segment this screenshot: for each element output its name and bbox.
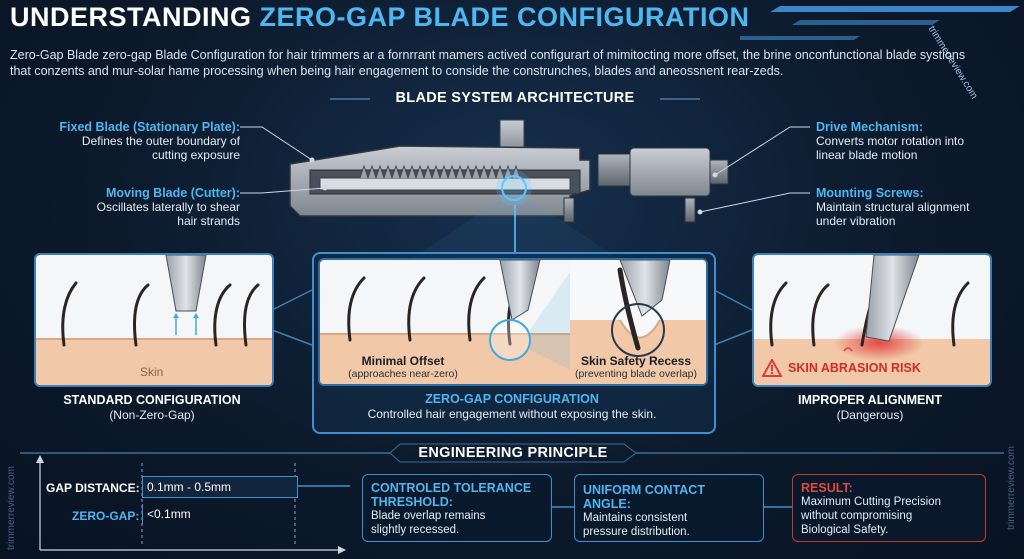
intro-paragraph: Zero-Gap Blade zero-gap Blade Configurat… <box>10 48 966 78</box>
moving-blade-desc-1: Oscillates laterally to shear <box>96 200 240 214</box>
label-mounting-screws: Mounting Screws: Maintain structural ali… <box>816 186 1016 228</box>
screws-title: Mounting Screws: <box>816 186 924 200</box>
zero-gap-sub: Controlled hair engagement without expos… <box>367 407 657 421</box>
label-fixed-blade: Fixed Blade (Stationary Plate): Defines … <box>52 120 240 162</box>
tolerance-desc-1: Blade overlap remains <box>371 510 486 522</box>
header-stripes <box>740 6 1020 40</box>
improper-sub: (Dangerous) <box>836 408 904 422</box>
moving-blade-shape <box>319 164 571 191</box>
architecture-heading: BLADE SYSTEM ARCHITECTURE <box>395 90 635 106</box>
blade-system-diagram <box>289 119 729 223</box>
title-part-2: ZERO-GAP BLADE CONFIGURATION <box>259 2 750 32</box>
drive-desc-1: Converts motor rotation into <box>816 134 965 148</box>
minimal-offset-sub: (approaches near-zero) <box>348 368 458 380</box>
mounting-screw-1 <box>563 197 575 223</box>
result-desc-3: Biological Safety. <box>801 524 889 536</box>
angle-title: UNIFORM CONTACT ANGLE: <box>583 483 705 511</box>
standard-title: STANDARD CONFIGURATION <box>63 393 241 407</box>
drive-desc-2: linear blade motion <box>816 148 918 162</box>
moving-blade-desc-2: hair strands <box>177 214 240 228</box>
skin-recess-label: Skin Safety Recess (preventing blade ove… <box>566 354 706 380</box>
minimal-offset-label: Minimal Offset (approaches near-zero) <box>328 354 478 380</box>
screws-desc-1: Maintain structural alignment <box>816 200 970 214</box>
angle-desc-1: Maintains consistent <box>583 512 688 524</box>
tolerance-desc-2: slightly recessed. <box>371 524 460 536</box>
label-drive-mechanism: Drive Mechanism: Converts motor rotation… <box>816 120 1016 162</box>
screws-desc-2: under vibration <box>816 214 896 228</box>
standard-illustration <box>36 255 272 385</box>
angle-desc-2: pressure distribution. <box>583 526 690 538</box>
tolerance-title-1: CONTROLED TOLERANCE <box>371 481 532 495</box>
zero-gap-label: ZERO-GAP: <box>72 509 140 523</box>
result-box: RESULT: Maximum Cutting Precision withou… <box>792 474 986 542</box>
fixed-blade-title: Fixed Blade (Stationary Plate): <box>59 120 240 134</box>
fixed-blade-desc-2: cutting exposure <box>151 148 240 162</box>
minimal-offset-title: Minimal Offset <box>361 354 445 368</box>
skin-label: Skin <box>140 365 164 379</box>
gap-distance-value: 0.1mm - 0.5mm <box>142 476 298 498</box>
skin-recess-sub: (preventing blade overlap) <box>575 368 697 380</box>
tolerance-title-2: THRESHOLD: <box>371 495 453 509</box>
page-title: UNDERSTANDING ZERO-GAP BLADE CONFIGURATI… <box>10 2 750 33</box>
gap-axis <box>36 455 350 554</box>
label-moving-blade: Moving Blade (Cutter): Oscillates latera… <box>52 186 240 228</box>
mounting-screw-2 <box>684 197 696 223</box>
warning-icon <box>762 359 782 377</box>
title-part-1: UNDERSTANDING <box>10 2 252 32</box>
zero-gap-title: ZERO-GAP CONFIGURATION <box>425 392 599 406</box>
principle-heading: ENGINEERING PRINCIPLE <box>418 445 608 461</box>
drive-shaft <box>597 153 631 187</box>
result-title: RESULT: <box>801 481 853 495</box>
abrasion-warning-text: SKIN ABRASION RISK <box>788 361 921 375</box>
zero-gap-illustration <box>320 260 706 384</box>
panel-improper: SKIN ABRASION RISK <box>752 253 992 387</box>
panel-zero-gap: Minimal Offset (approaches near-zero) Sk… <box>318 258 708 386</box>
gap-distance-label: GAP DISTANCE: <box>46 481 140 495</box>
improper-title: IMPROPER ALIGNMENT <box>798 393 942 407</box>
result-desc-1: Maximum Cutting Precision <box>801 496 941 508</box>
panel-standard: Skin <box>34 253 274 387</box>
tolerance-box: CONTROLED TOLERANCE THRESHOLD: Blade ove… <box>362 474 552 542</box>
result-desc-2: without compromising <box>801 510 913 522</box>
principle-heading-rule <box>20 443 1004 463</box>
drive-title: Drive Mechanism: <box>816 120 923 134</box>
moving-blade-title: Moving Blade (Cutter): <box>105 186 240 200</box>
zero-gap-value: <0.1mm <box>142 504 197 524</box>
box-connectors <box>552 506 792 508</box>
angle-box: UNIFORM CONTACT ANGLE: Maintains consist… <box>574 474 764 542</box>
fixed-blade-desc-1: Defines the outer boundary of <box>81 134 240 148</box>
skin-recess-title: Skin Safety Recess <box>580 354 692 368</box>
improper-illustration <box>754 255 990 385</box>
standard-sub: (Non-Zero-Gap) <box>109 408 195 422</box>
architecture-heading-rule <box>330 98 700 100</box>
abrasion-warning: SKIN ABRASION RISK <box>762 359 982 377</box>
